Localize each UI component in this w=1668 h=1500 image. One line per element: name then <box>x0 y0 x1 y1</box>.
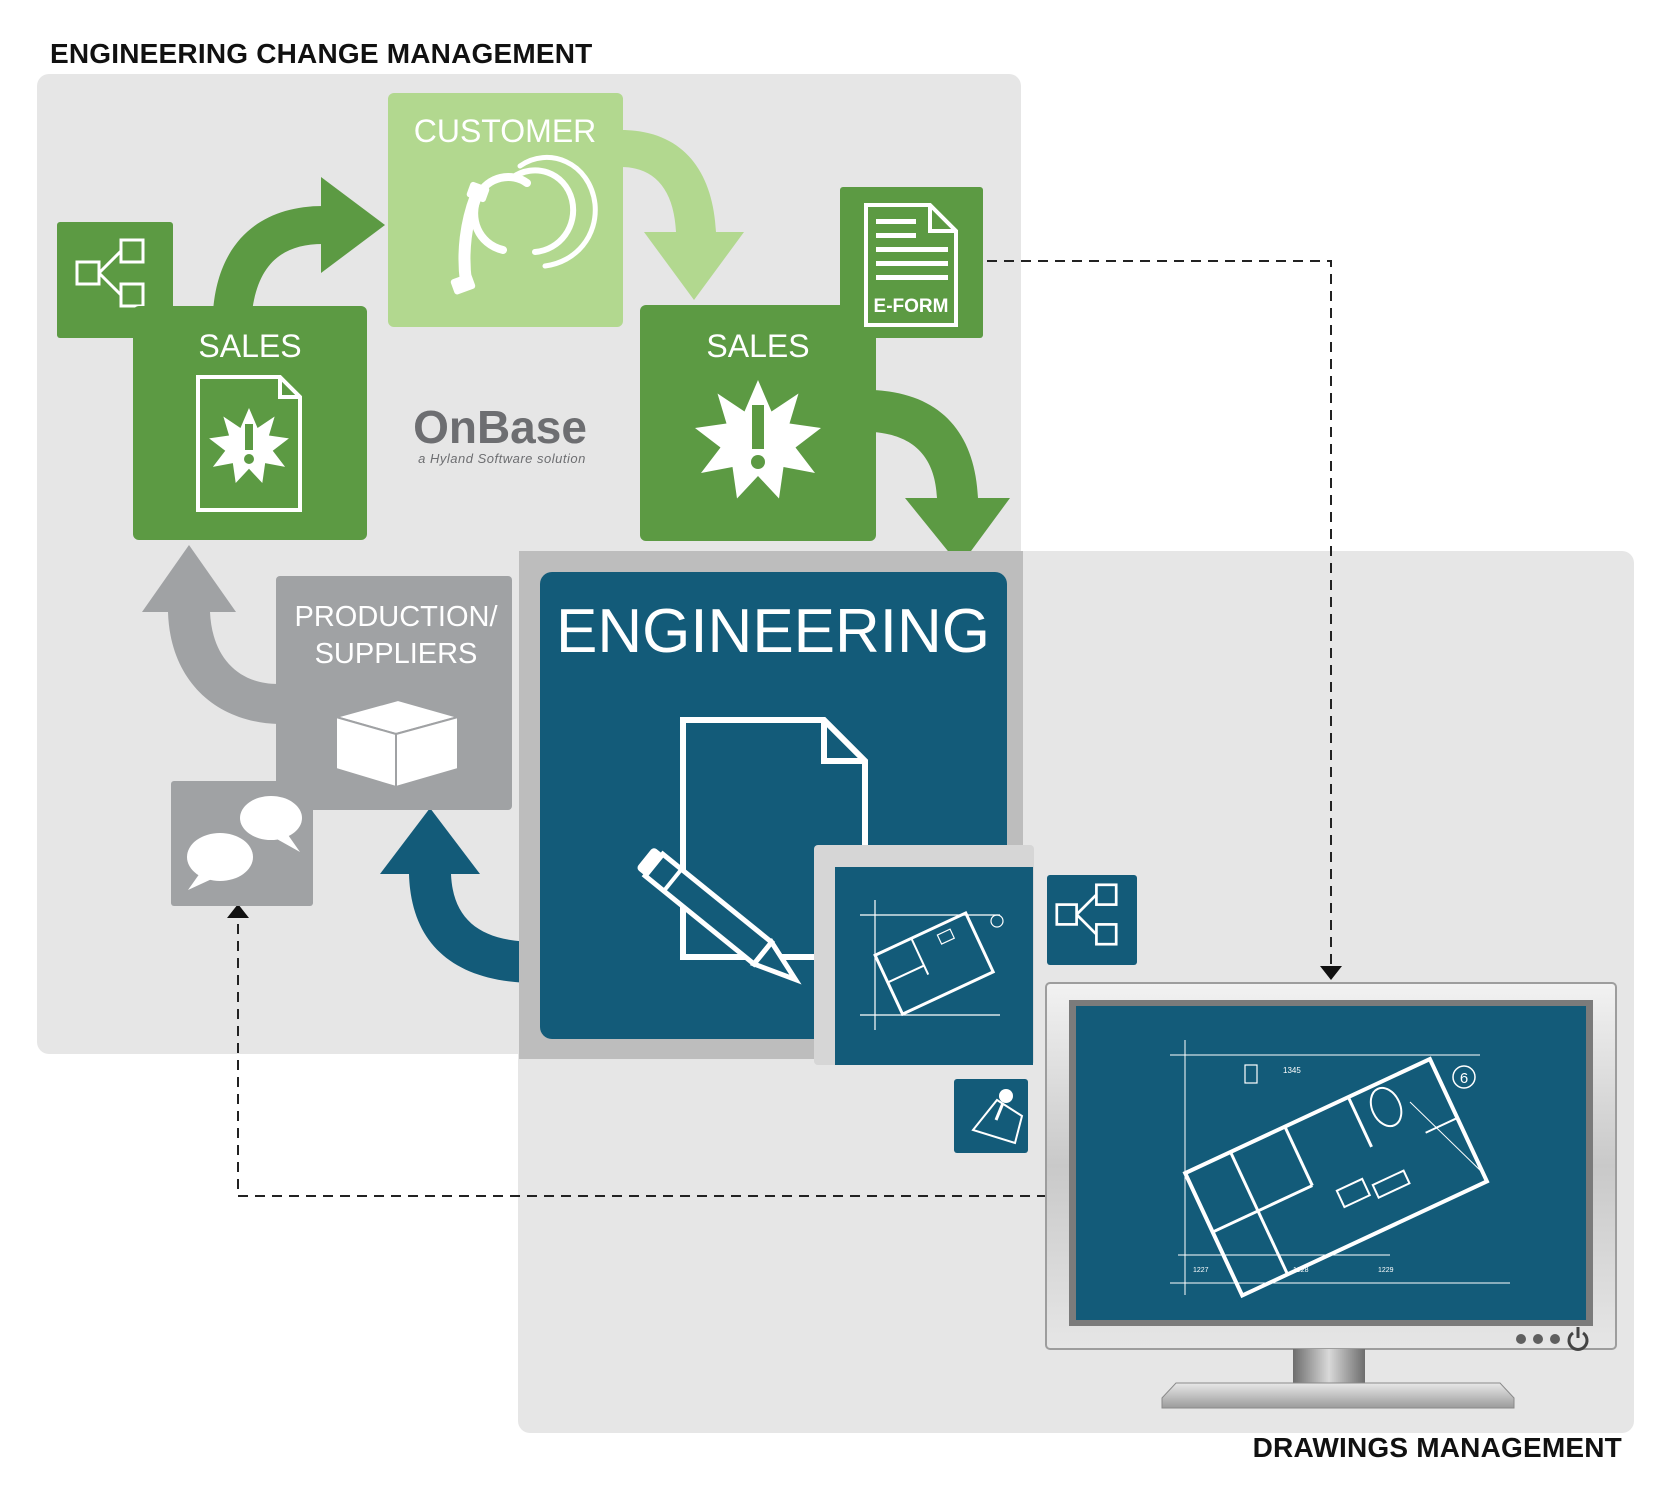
arrow-sales-to-customer <box>213 177 385 312</box>
dim-label-a: 1227 <box>1193 1267 1209 1274</box>
chat-icon <box>171 781 313 906</box>
pushpin-note-icon <box>954 1079 1028 1153</box>
ecm-section-title: ENGINEERING CHANGE MANAGEMENT <box>50 38 593 69</box>
phone-icon <box>450 155 598 295</box>
customer-node: CUSTOMER <box>388 93 623 327</box>
arrow-production-to-sales <box>142 545 278 724</box>
production-label-line1: PRODUCTION/ <box>295 601 499 633</box>
box-icon <box>332 698 462 789</box>
grid-marker-circle <box>1452 1065 1476 1089</box>
floor-plan-drawing <box>1170 1040 1510 1299</box>
workflow-icon-right <box>1047 875 1137 965</box>
arrow-sales-to-engineering <box>873 390 1010 566</box>
blueprint-thumbnail <box>814 845 1034 1065</box>
connector-arrowhead-down <box>1320 966 1342 980</box>
sales-right-node: SALES <box>640 305 876 541</box>
monitor-to-chat-connector <box>237 918 1047 1197</box>
arrow-customer-to-sales <box>621 130 744 300</box>
dim-label-top: 1345 <box>1283 1066 1301 1075</box>
grid-marker-label: 6 <box>1460 1070 1468 1087</box>
production-label-line2: SUPPLIERS <box>315 638 478 670</box>
alert-star-icon <box>695 380 821 499</box>
customer-label: CUSTOMER <box>414 113 597 149</box>
monitor-button <box>1550 1334 1560 1344</box>
onbase-tagline: a Hyland Software solution <box>418 451 586 466</box>
alert-document-icon <box>196 375 302 512</box>
eform-to-monitor-connector <box>987 260 1332 966</box>
sales-left-node: SALES <box>133 306 367 540</box>
dm-section-title: DRAWINGS MANAGEMENT <box>1252 1432 1622 1463</box>
onbase-brand: OnBase <box>413 401 587 453</box>
monitor-neck <box>1293 1349 1365 1383</box>
floor-plan-labels: 1345 1227 1228 1229 6 <box>1193 1066 1468 1274</box>
monitor-base <box>1161 1382 1515 1409</box>
eform-label: E-FORM <box>874 296 949 317</box>
production-node: PRODUCTION/ SUPPLIERS <box>276 576 512 810</box>
power-icon[interactable] <box>1567 1327 1589 1351</box>
monitor <box>1045 982 1617 1409</box>
onbase-logo: OnBase a Hyland Software solution <box>413 401 587 466</box>
dim-label-b: 1228 <box>1293 1267 1309 1274</box>
monitor-button <box>1516 1334 1526 1344</box>
eform-node: E-FORM <box>840 187 983 338</box>
sales-left-label: SALES <box>198 328 301 364</box>
connector-arrowhead-up <box>227 904 249 918</box>
sales-right-label: SALES <box>706 328 809 364</box>
dim-label-c: 1229 <box>1378 1267 1394 1274</box>
monitor-button <box>1533 1334 1543 1344</box>
engineering-label: ENGINEERING <box>556 597 990 666</box>
arrow-engineering-to-production <box>380 808 537 983</box>
